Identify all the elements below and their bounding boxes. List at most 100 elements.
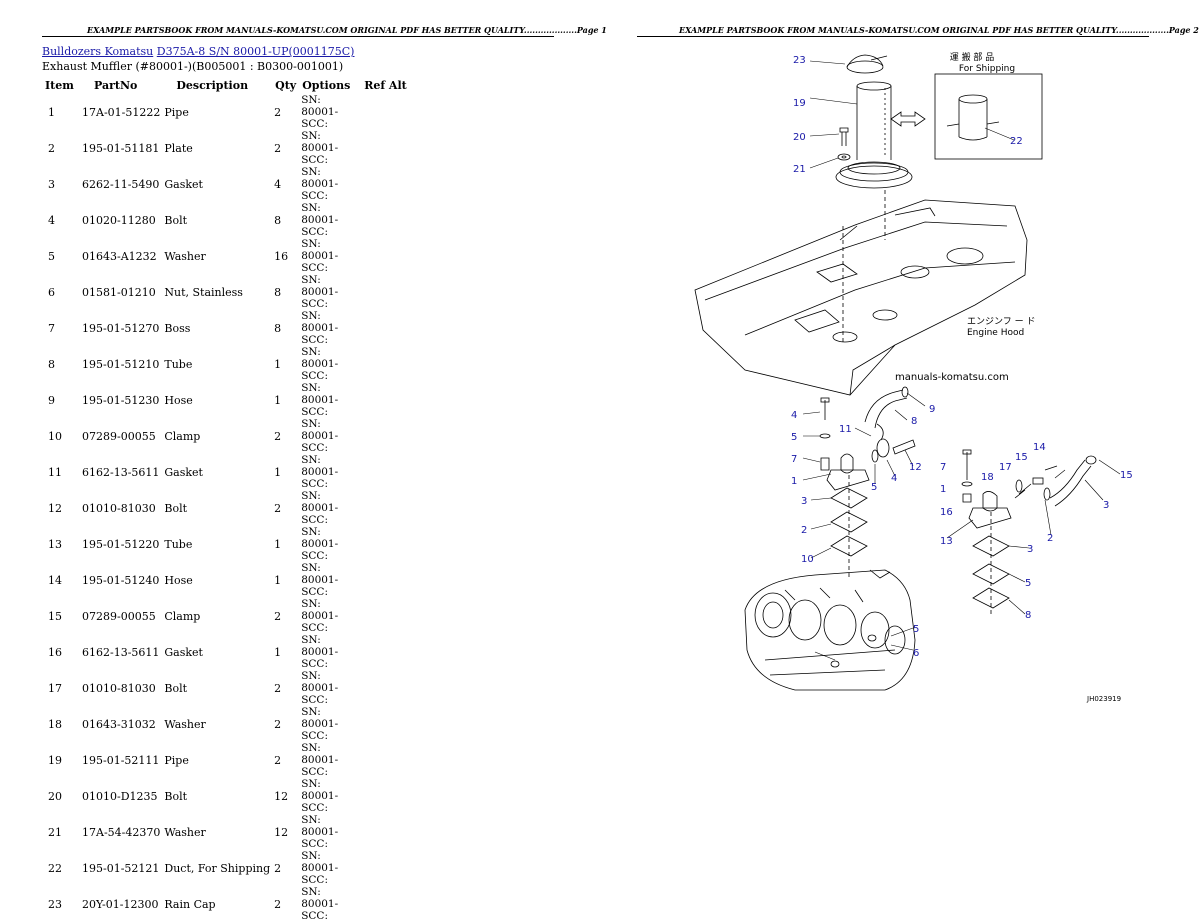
cell-qty: 2	[274, 897, 282, 911]
cell-item: 5	[48, 249, 55, 263]
cell-partno: 6162-13-5611	[82, 465, 160, 479]
cell-partno: 01010-D1235	[82, 789, 158, 803]
col-header-partno: PartNo	[94, 78, 138, 92]
col-header-description: Description	[176, 78, 249, 92]
callout-label: 16	[940, 507, 953, 518]
cell-partno: 01643-31032	[82, 717, 156, 731]
callout-label: 1	[791, 476, 797, 487]
cell-item: 16	[48, 645, 62, 659]
cell-options: SN: 80001-SCC:	[301, 562, 339, 598]
cell-partno: 195-01-51270	[82, 321, 160, 335]
cell-partno: 01020-11280	[82, 213, 156, 227]
cell-refalt	[361, 814, 410, 850]
cell-description: Bolt	[164, 681, 188, 695]
cell-partno: 195-01-51210	[82, 357, 160, 371]
leader-lines	[802, 60, 1121, 661]
cell-description: Boss	[164, 321, 191, 335]
engine-hood-drawing	[694, 190, 1028, 396]
cell-qty: 2	[274, 141, 282, 155]
cell-item: 21	[48, 825, 62, 839]
cell-description: Clamp	[164, 609, 201, 623]
cell-item: 4	[48, 213, 55, 227]
breadcrumb-link-model[interactable]: D375A-8 S/N 80001-UP(0001175C)	[156, 45, 355, 58]
cell-item: 23	[48, 897, 62, 911]
callout-label: 5	[871, 482, 877, 493]
cell-refalt	[361, 202, 410, 238]
cell-partno: 195-01-52111	[82, 753, 160, 767]
callout-label: 23	[793, 55, 806, 66]
cell-qty: 2	[274, 429, 282, 443]
cell-partno: 6162-13-5611	[82, 645, 160, 659]
cell-description: Nut, Stainless	[164, 285, 243, 299]
shipping-duct-drawing	[946, 94, 1000, 141]
cell-refalt	[361, 130, 410, 166]
cell-partno: 17A-54-42370	[82, 825, 161, 839]
callout-label: 6	[913, 648, 919, 659]
callout-label: 3	[1103, 500, 1109, 511]
cell-item: 1	[48, 105, 55, 119]
cell-partno: 01643-A1232	[82, 249, 157, 263]
cell-description: Pipe	[164, 753, 189, 767]
cell-refalt	[361, 634, 410, 670]
shipping-label-jp: 運 搬 部 品	[950, 51, 995, 63]
cell-options: SN: 80001-SCC:	[301, 742, 339, 778]
cell-qty: 1	[274, 465, 282, 479]
callout-label: 15	[1120, 470, 1133, 481]
cell-refalt	[361, 706, 410, 742]
header-rule	[637, 36, 1149, 37]
cell-description: Gasket	[164, 645, 203, 659]
callout-label: 10	[801, 554, 814, 565]
cell-refalt	[361, 310, 410, 346]
cell-qty: 4	[274, 177, 282, 191]
tube-hose-drawing-left	[864, 386, 916, 463]
col-header-qty: Qty	[275, 78, 297, 92]
engine-hood-label-jp: エンジンフ ー ド	[967, 317, 1035, 327]
watermark-text: manuals-komatsu.com	[895, 372, 1009, 383]
callout-label: 3	[801, 496, 807, 507]
callout-label: 13	[940, 536, 953, 547]
cell-refalt	[361, 382, 410, 418]
page-2: EXAMPLE PARTSBOOK FROM MANUALS-KOMATSU.C…	[595, 0, 1199, 842]
cell-partno: 195-01-51181	[82, 141, 160, 155]
cell-description: Tube	[164, 537, 193, 551]
cell-options: SN: 80001-SCC:	[301, 778, 339, 814]
cell-options: SN: 80001-SCC:	[301, 850, 339, 886]
cell-partno: 01010-81030	[82, 681, 156, 695]
cell-options: SN: 80001-SCC:	[301, 814, 339, 850]
cell-partno: 195-01-51230	[82, 393, 160, 407]
cell-description: Washer	[164, 717, 206, 731]
cell-refalt	[361, 490, 410, 526]
breadcrumb-link-category[interactable]: Bulldozers Komatsu	[42, 45, 154, 58]
callout-label: 20	[793, 132, 806, 143]
cell-refalt	[361, 778, 410, 814]
cell-qty: 1	[274, 573, 282, 587]
col-header-options: Options	[302, 78, 351, 92]
cell-refalt	[361, 346, 410, 382]
cell-item: 14	[48, 573, 62, 587]
cell-options: SN: 80001-SCC:	[301, 526, 339, 562]
cell-qty: 16	[274, 249, 289, 263]
cell-refalt	[361, 742, 410, 778]
callout-numbers: 23 19 20 21 22 4 5 7 1 3 2 10 9 8 11 12 …	[791, 55, 1133, 659]
callout-label: 17	[999, 462, 1012, 473]
callout-label: 3	[1027, 544, 1033, 555]
callout-label: 8	[911, 416, 917, 427]
cell-description: Rain Cap	[164, 897, 216, 911]
callout-label: 4	[791, 410, 797, 421]
parts-table: Item PartNo Description Qty Options Ref …	[42, 76, 410, 922]
callout-label: 5	[1025, 578, 1031, 589]
cell-refalt	[361, 454, 410, 490]
cell-description: Tube	[164, 357, 193, 371]
